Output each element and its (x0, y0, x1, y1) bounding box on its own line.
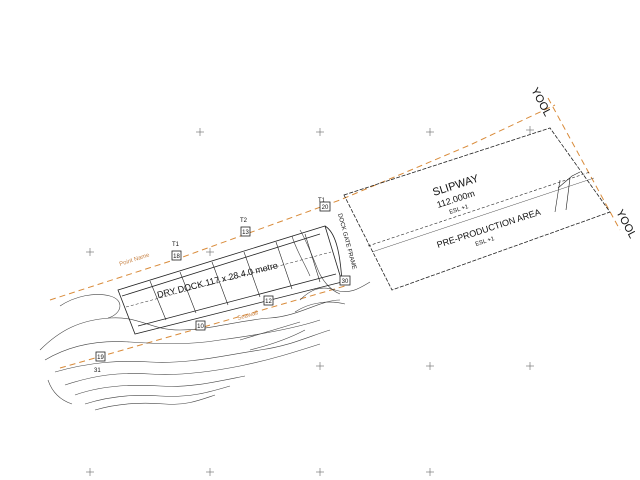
marker: 18 (171, 250, 182, 261)
marker: 19 (95, 351, 106, 362)
marker-label: 12 (265, 299, 272, 305)
shoreline-top-label: Point Name (119, 252, 151, 268)
marker: 13 (240, 226, 251, 237)
section-mark: 31 (94, 368, 101, 374)
marker-label: 30 (342, 279, 349, 285)
slipway-area (343, 127, 611, 291)
section-mark: T1 (318, 198, 326, 204)
marker-label: 18 (173, 254, 180, 260)
terrain-contours (39, 229, 371, 411)
section-mark: T2 (240, 218, 248, 224)
dock-gate-label: DOCK GATE FRAME (336, 213, 357, 270)
marker-label: 13 (242, 230, 249, 236)
marker-label: 20 (322, 205, 329, 211)
marker-label: 10 (197, 324, 204, 330)
grid-crosses (86, 126, 534, 476)
shoreline-bottom-label: Seawall (237, 310, 259, 322)
marker: 30 (339, 275, 351, 286)
slipway-level: ESL +1 (449, 204, 470, 216)
boundary-label-top: YOOL (528, 86, 553, 119)
preproduction-level: ESL +1 (475, 236, 496, 248)
marker: 10 (195, 320, 206, 331)
marker-label: 19 (97, 355, 104, 361)
marker: 20 (319, 201, 331, 212)
marker: 12 (263, 295, 274, 306)
section-mark: T1 (172, 242, 180, 248)
boundary-lines (49, 97, 621, 369)
